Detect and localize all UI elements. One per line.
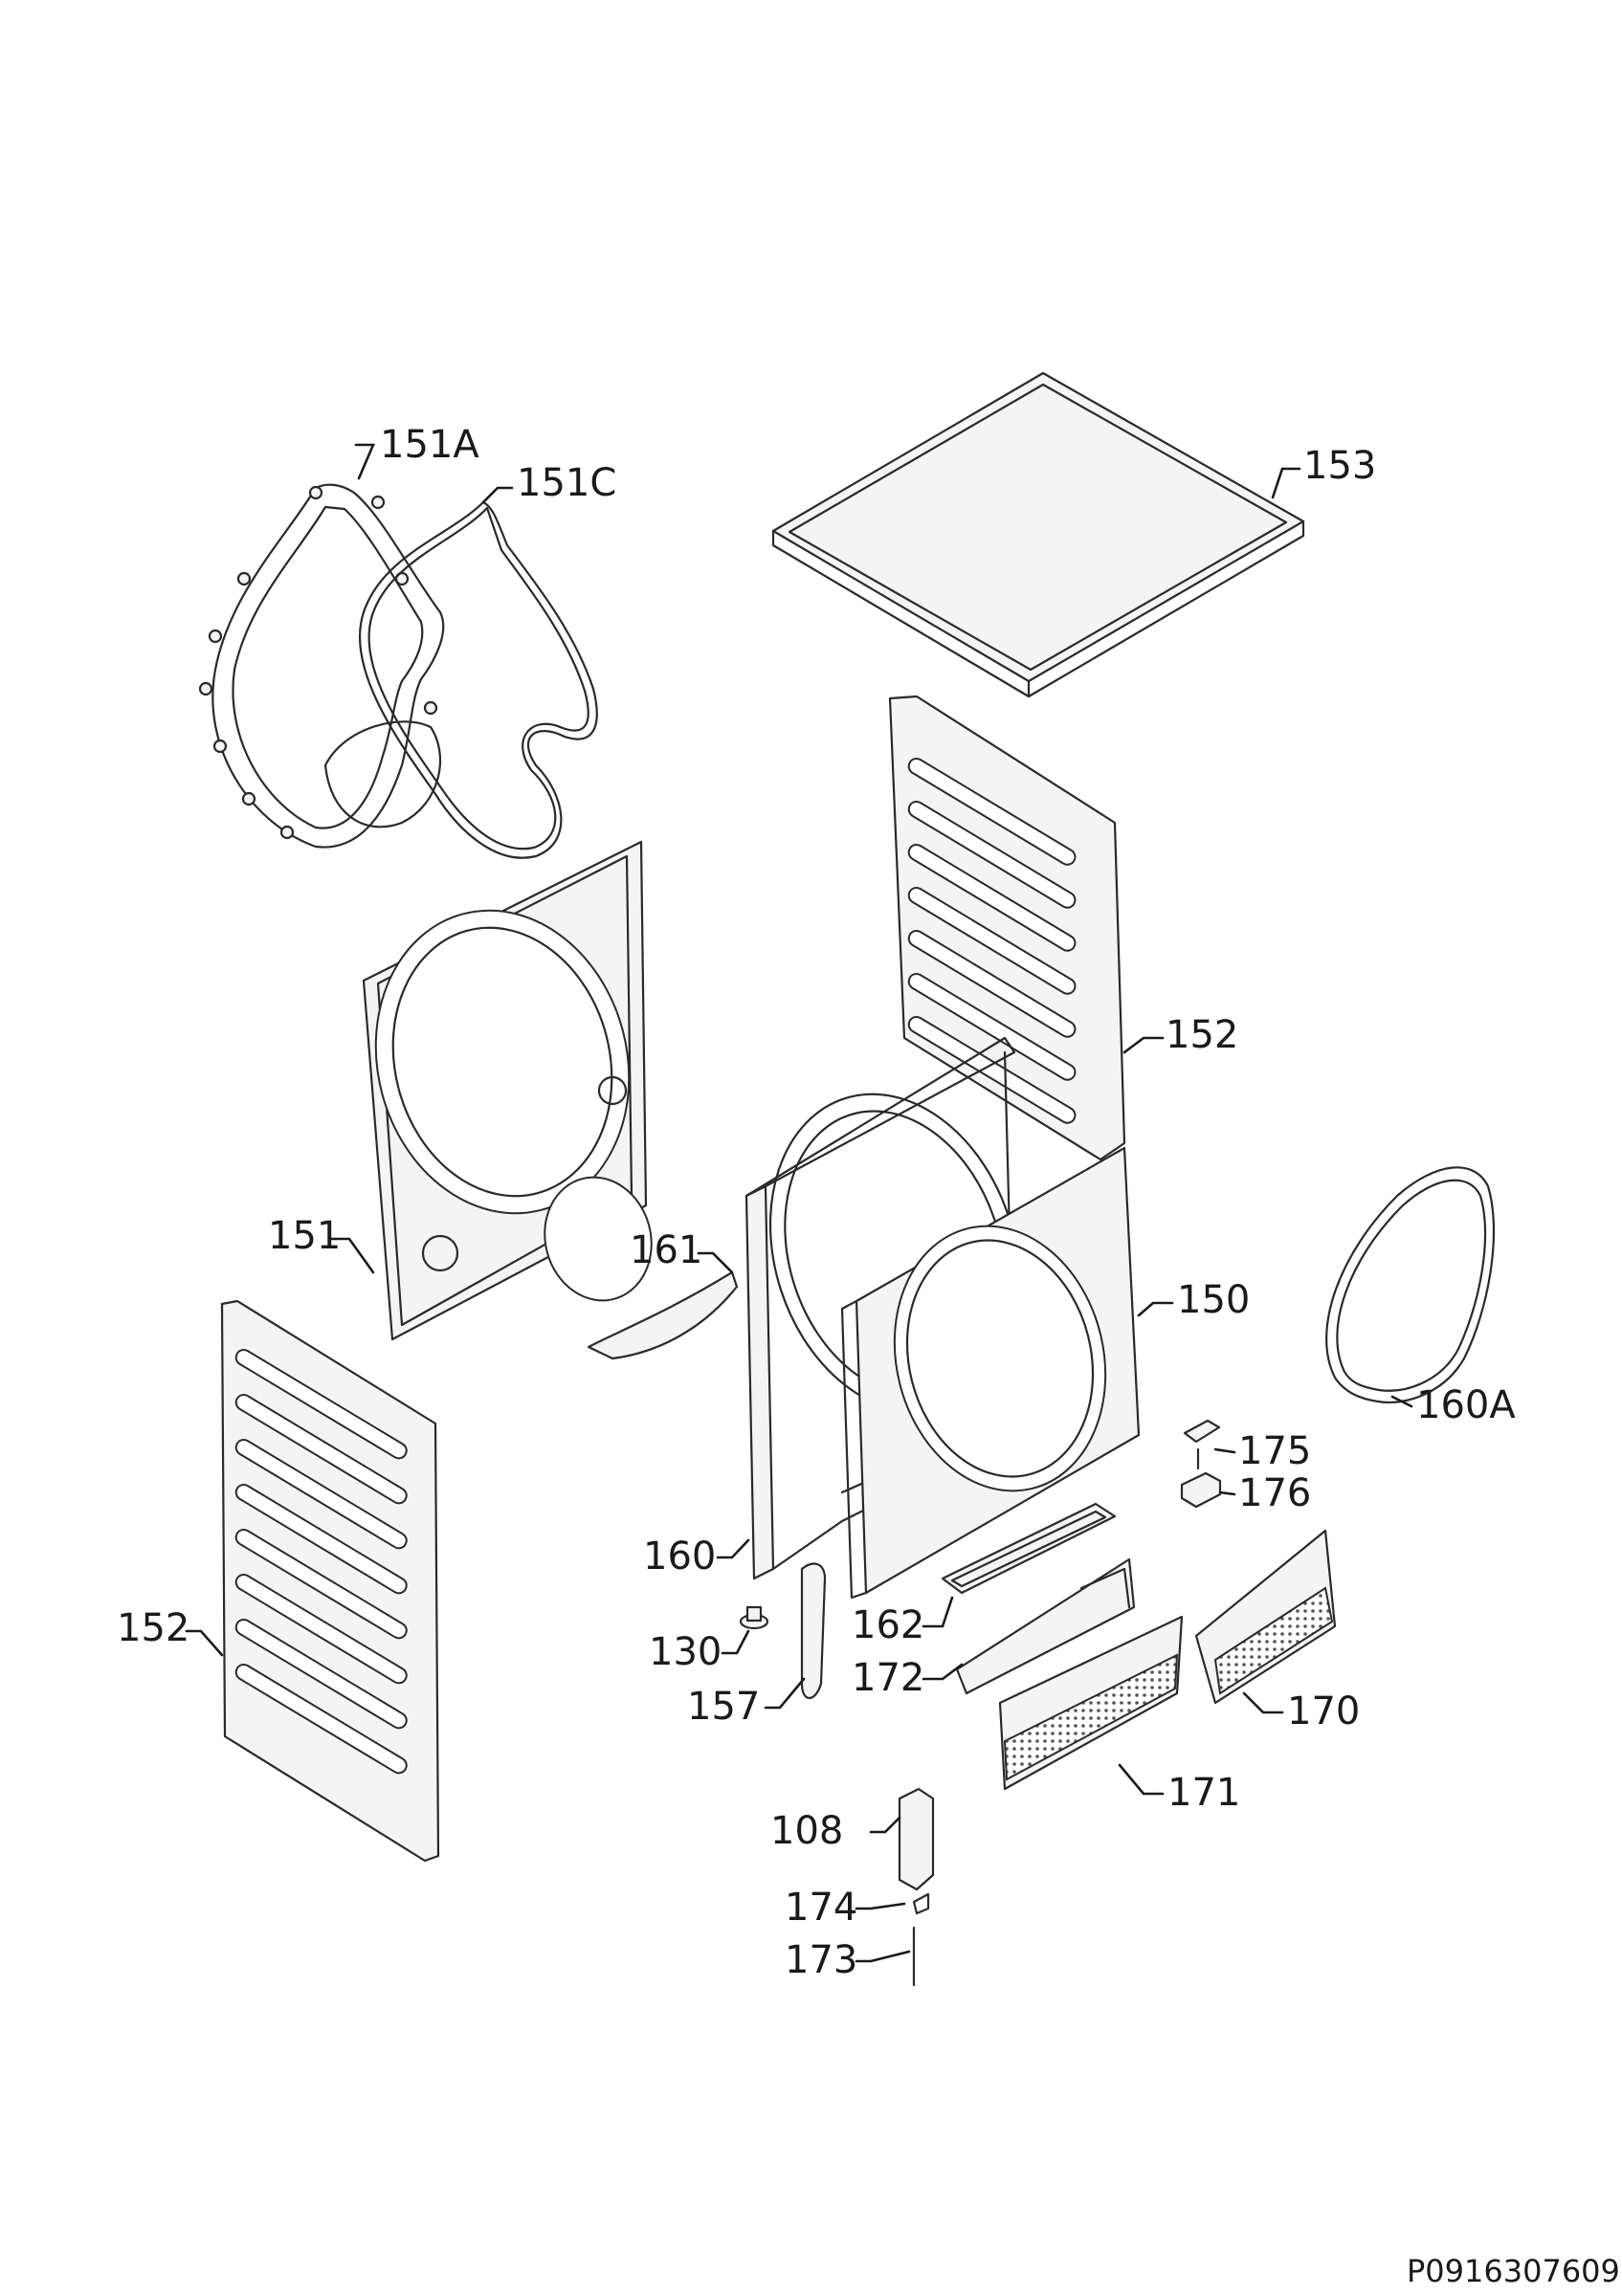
callout-151: 151 xyxy=(268,1214,341,1258)
part-162-filter-seal xyxy=(941,1502,1117,1595)
part-150-front-panel xyxy=(840,1146,1141,1600)
part-151A-rear-seal-frame xyxy=(198,483,445,849)
callout-162: 162 xyxy=(852,1603,924,1647)
part-152-right-side-panel xyxy=(888,695,1126,1161)
callout-173: 173 xyxy=(785,1938,857,1982)
part-174-clip xyxy=(912,1892,930,1915)
part-153-top-cover xyxy=(771,371,1305,698)
callout-150: 150 xyxy=(1177,1278,1250,1322)
callout-161: 161 xyxy=(630,1228,702,1272)
callout-160A: 160A xyxy=(1416,1383,1516,1427)
callout-151C: 151C xyxy=(517,461,616,505)
part-161-door-hinge-trim xyxy=(587,1270,739,1360)
callout-152-left: 152 xyxy=(117,1606,189,1650)
part-175-latch-hook xyxy=(1183,1419,1221,1470)
part-152-left-side-panel xyxy=(220,1299,440,1863)
callout-157: 157 xyxy=(687,1685,760,1729)
callout-175: 175 xyxy=(1238,1429,1311,1473)
callout-174: 174 xyxy=(785,1886,857,1930)
part-108-pump-housing xyxy=(898,1787,935,1891)
left-panel-ribs xyxy=(234,1348,408,1775)
callout-leader-lines xyxy=(185,443,1413,1963)
callout-160: 160 xyxy=(643,1534,716,1578)
part-151-rear-frame xyxy=(362,840,653,1341)
callout-130: 130 xyxy=(649,1630,722,1674)
callout-153: 153 xyxy=(1303,444,1376,488)
right-panel-ribs xyxy=(907,757,1077,1124)
callout-108: 108 xyxy=(770,1809,843,1853)
callout-labels: 151A 151C 153 152 151 161 150 160A 175 1… xyxy=(117,423,1516,1982)
drawing-code: P09163076092 xyxy=(1407,2253,1622,2289)
part-171-kickplate-lower xyxy=(998,1615,1184,1791)
part-172-kickplate-support xyxy=(955,1557,1136,1695)
callout-172: 172 xyxy=(852,1656,924,1700)
callout-170: 170 xyxy=(1287,1689,1360,1733)
callout-151A: 151A xyxy=(380,423,479,467)
part-157-post-trim xyxy=(800,1562,827,1700)
part-160A-door-gasket xyxy=(1325,1166,1496,1403)
part-176-latch-block xyxy=(1180,1471,1222,1509)
part-170-kickplate-right xyxy=(1194,1529,1337,1705)
seal-frame-screw-bosses xyxy=(198,485,438,840)
part-160-front-frame-post xyxy=(744,1036,1016,1580)
callout-152-right: 152 xyxy=(1166,1013,1238,1057)
part-151C-gasket-cord xyxy=(358,500,598,859)
callout-171: 171 xyxy=(1167,1771,1240,1815)
callout-176: 176 xyxy=(1238,1471,1311,1515)
part-130-adjustable-foot xyxy=(739,1605,769,1630)
